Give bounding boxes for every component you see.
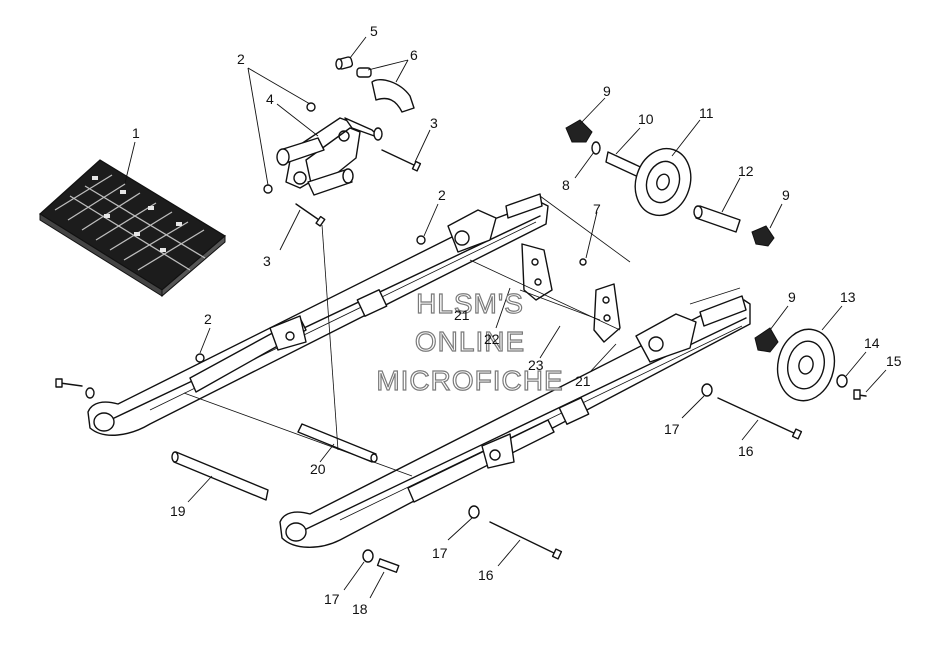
callout-22: 22 [484, 331, 500, 347]
right-slide-rail [279, 295, 751, 548]
callout-9-right: 9 [782, 187, 790, 203]
part-8-washer [591, 141, 601, 155]
callout-17-bottom: 17 [324, 591, 340, 607]
part-15-bolt [853, 389, 867, 400]
part-23-rear-bracket [593, 283, 621, 343]
callout-5: 5 [370, 23, 378, 39]
part-19-front-shaft [171, 451, 269, 501]
part-18-bolt [376, 558, 400, 573]
callout-14: 14 [864, 335, 880, 351]
part-1-track-block [39, 159, 227, 298]
part-16-long-bolts [489, 397, 803, 560]
callout-2-mid: 2 [438, 187, 446, 203]
callout-3-upper: 3 [430, 115, 438, 131]
callout-labels: 1 2 2 2 3 3 4 5 6 7 8 9 9 9 10 11 12 13 … [132, 23, 902, 617]
callout-13: 13 [840, 289, 856, 305]
callout-16-right: 16 [738, 443, 754, 459]
watermark-line-2: ONLINE [415, 326, 525, 357]
callout-6: 6 [410, 47, 418, 63]
callout-1: 1 [132, 125, 140, 141]
part-21-bolts [55, 378, 95, 399]
left-slide-rail [87, 193, 549, 436]
callout-23: 23 [528, 357, 544, 373]
part-20-shaft [297, 423, 378, 463]
callout-3-lower: 3 [263, 253, 271, 269]
callout-10: 10 [638, 111, 654, 127]
callout-12: 12 [738, 163, 754, 179]
watermark-line-3: MICROFICHE [376, 365, 563, 396]
part-13-idler-wheel-lower [776, 328, 836, 402]
part-22-rear-bracket [521, 243, 553, 301]
callout-17-right: 17 [664, 421, 680, 437]
callout-7: 7 [593, 201, 601, 217]
part-2-nuts [195, 102, 426, 363]
callout-4: 4 [266, 91, 274, 107]
part-9-idler-caps [565, 119, 779, 353]
callout-17-middle: 17 [432, 545, 448, 561]
part-14-washer [836, 374, 848, 388]
callout-2-top: 2 [237, 51, 245, 67]
part-3-bolts [295, 149, 422, 227]
callout-9-upper: 9 [603, 83, 611, 99]
callout-18: 18 [352, 601, 368, 617]
watermark: HLSM'S ONLINE MICROFICHE [376, 287, 564, 396]
callout-15: 15 [886, 353, 902, 369]
part-7-small-bolt [579, 258, 587, 266]
watermark-line-1: HLSM'S [416, 288, 524, 319]
part-4-front-arm-bracket [276, 117, 383, 196]
leader-lines [124, 36, 887, 599]
part-17-washers [362, 383, 713, 563]
reference-lines [183, 195, 741, 477]
callout-19: 19 [170, 503, 186, 519]
callout-8: 8 [562, 177, 570, 193]
part-5-bushing [335, 56, 354, 70]
part-6-bumper-cups [356, 67, 415, 113]
part-11-idler-wheel-upper [634, 147, 692, 217]
callout-20: 20 [310, 461, 326, 477]
callout-21-left: 21 [454, 307, 470, 323]
callout-9-lower: 9 [788, 289, 796, 305]
callout-16-bottom: 16 [478, 567, 494, 583]
part-12-spacer [693, 205, 741, 233]
callout-21-right: 21 [575, 373, 591, 389]
callout-2-left: 2 [204, 311, 212, 327]
callout-11: 11 [699, 105, 714, 121]
